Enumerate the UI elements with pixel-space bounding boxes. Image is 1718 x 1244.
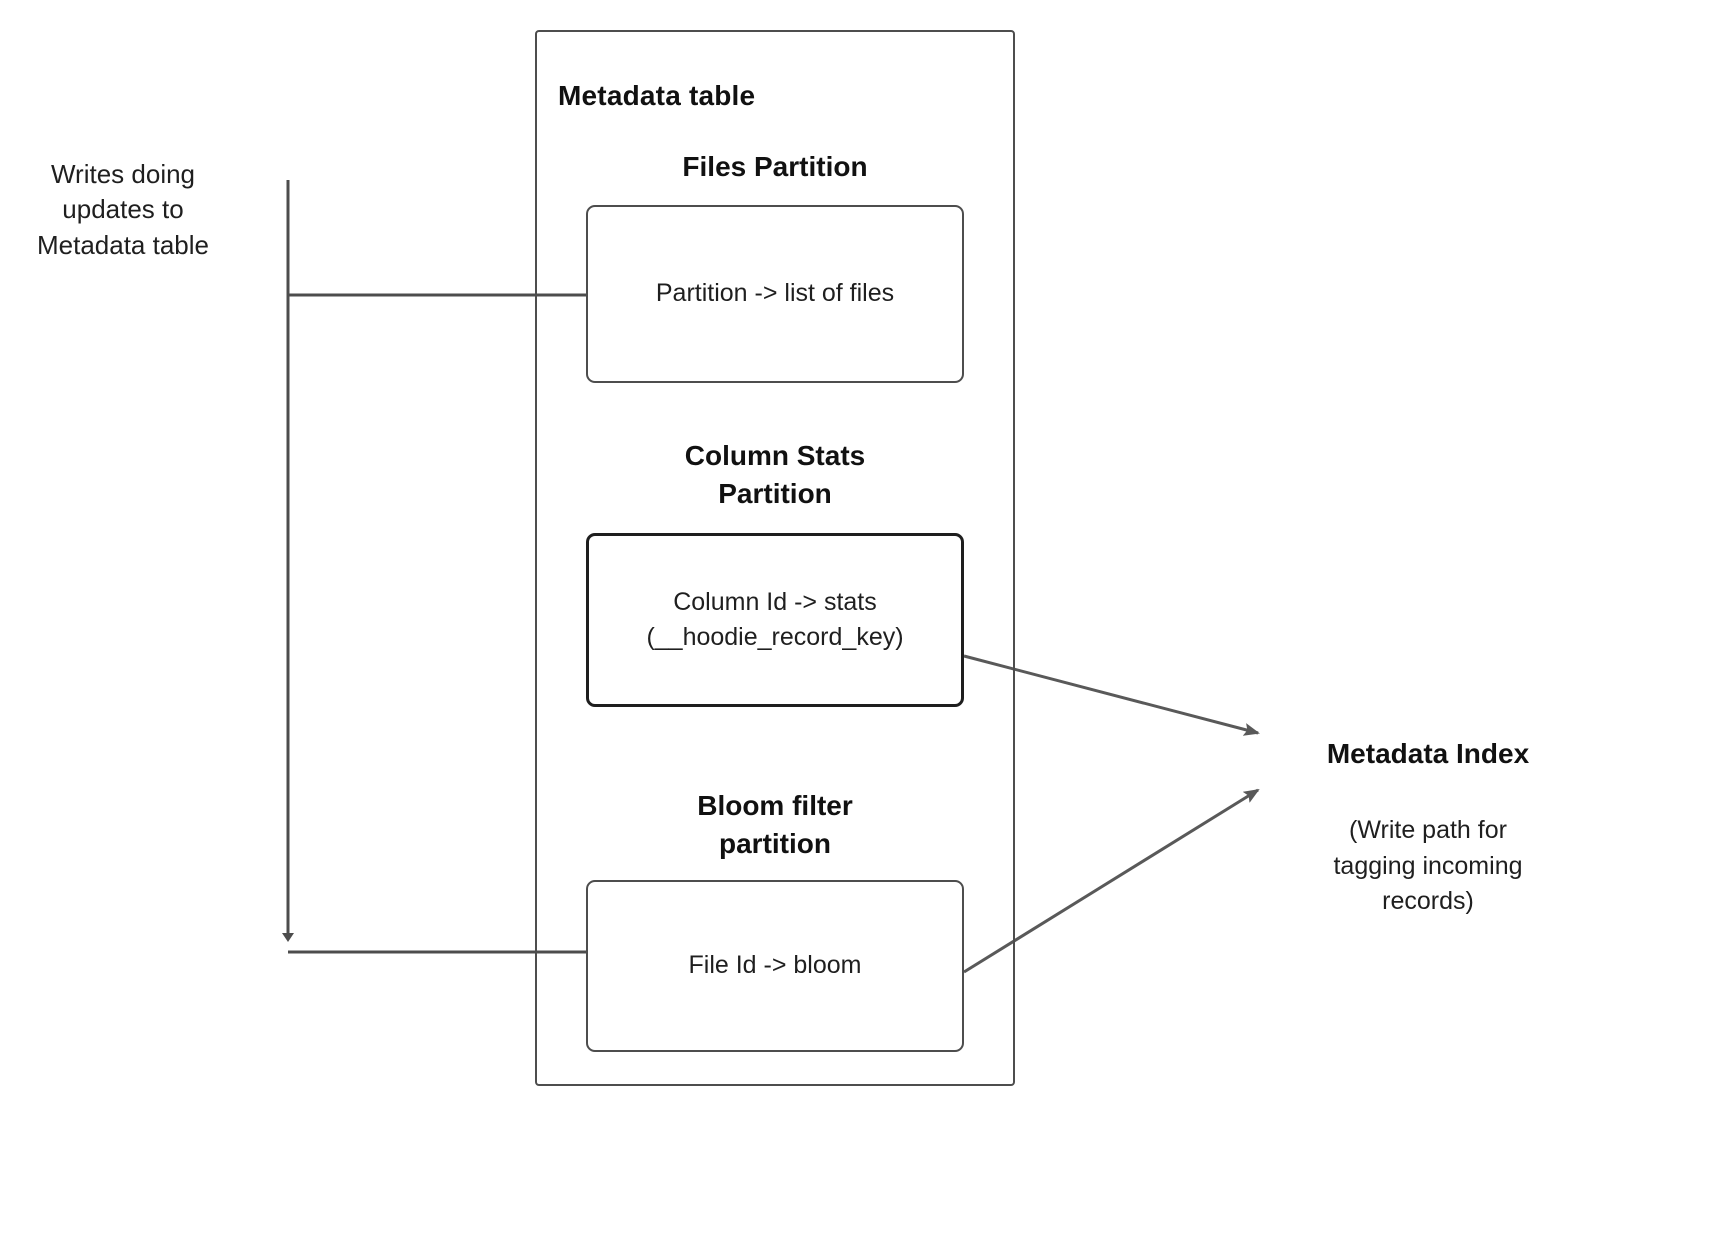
bloom-filter-partition-box-text: File Id -> bloom — [688, 951, 862, 980]
metadata-index-note: (Write path for tagging incoming records… — [1333, 816, 1523, 915]
writes-source-label: Writes doing updates to Metadata table — [36, 159, 209, 260]
metadata-table-title: Metadata table — [558, 80, 756, 111]
files-partition-box-text: Partition -> list of files — [655, 279, 895, 308]
column-stats-partition-box: Column Id -> stats (__hoodie_record_key) — [586, 533, 964, 707]
column-stats-partition-heading: Column Stats Partition — [684, 440, 866, 509]
metadata-table-container — [535, 30, 1015, 1086]
bloom-filter-partition-box: File Id -> bloom — [586, 880, 964, 1052]
files-partition-heading: Files Partition — [682, 151, 868, 182]
column-stats-partition-box-text: Column Id -> stats (__hoodie_record_key) — [646, 587, 904, 652]
files-partition-box: Partition -> list of files — [586, 205, 964, 383]
metadata-index-title: Metadata Index — [1326, 738, 1530, 769]
bloom-filter-partition-heading: Bloom filter partition — [697, 790, 853, 859]
